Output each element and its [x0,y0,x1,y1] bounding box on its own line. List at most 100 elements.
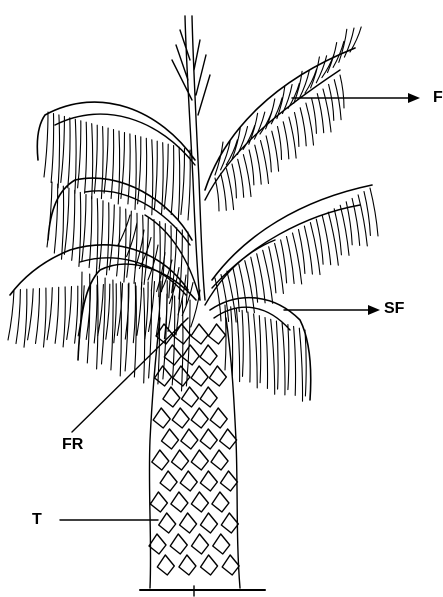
leaflet [124,209,126,282]
leaflet [236,309,239,382]
leaflet [63,287,65,347]
trunk-scale [209,324,226,344]
trunk-scale [182,387,199,407]
leaflet [255,145,261,184]
leaflet [265,318,268,389]
leaflet [334,209,341,255]
leaflet [334,80,341,120]
trunk-scale [191,324,208,344]
trunk-scale [157,555,174,575]
leaflet [120,282,121,376]
leaflet [300,108,306,146]
leaflet [304,226,312,274]
trunk-scale [159,513,176,533]
leaflet [127,223,137,257]
leaflet [8,290,14,340]
trunk-scale [222,555,239,575]
trunk-scale [209,366,226,386]
leaflet [215,178,219,211]
leaflet [144,288,145,383]
leaflet [312,98,317,133]
leaflet [68,118,70,188]
leaflet [137,282,142,335]
trunk-scale [152,450,169,470]
leaflet [168,280,174,331]
leaflet [89,197,92,268]
trunk-scale [200,387,217,407]
leaflet [287,237,295,284]
leaflet [322,216,330,265]
leaflet [152,140,153,215]
leaflet [149,290,152,378]
leaflet [55,287,59,343]
trunk-scale [150,492,167,512]
leaflet [276,321,278,389]
trunk-scale [192,534,209,554]
leaflet [340,205,349,255]
leaflet [104,128,108,193]
trunk-scale [153,408,170,428]
leaflet [58,115,59,188]
leaflet [232,164,236,198]
leaflet [171,146,174,215]
trunk-scale [160,471,177,491]
trunk-scale [170,534,187,554]
spear-frond-label: SF [384,301,404,317]
trunk-scale [191,366,208,386]
leaflet [98,285,104,336]
leaflet [221,275,229,322]
leaflet [178,147,179,220]
leaflet [261,141,269,184]
leaflet [186,232,188,305]
leaflet [85,122,87,193]
leaflet [266,136,271,172]
right-frond-middle [212,185,372,288]
trunk-scale [201,555,218,575]
central-spear [172,16,210,300]
leaflet [288,325,289,390]
leaflet [101,127,103,199]
leaflet [62,186,64,259]
leaflet [94,285,97,343]
leaflet [186,300,190,386]
spear-frond-arrowhead [368,305,380,315]
leaflet [272,131,279,171]
leaflet [239,264,247,312]
leaflet [96,199,98,274]
trunk-scale [179,555,196,575]
right-frond-upper [205,48,355,200]
trunk-scale [210,408,227,428]
leaflet [370,188,378,236]
leaflet [78,121,81,188]
leaflet [249,150,254,185]
leaflet [299,328,302,401]
leaflet [36,289,40,344]
leaflet [92,124,93,199]
leaflet [306,103,314,145]
leaflet [145,282,148,339]
leaflet [254,112,264,139]
leaflet [109,205,114,270]
leaflet [75,119,76,193]
leaflet [144,217,148,284]
frond-leaflets [8,27,378,401]
leaflet [67,287,72,340]
trunk-scale [162,429,179,449]
leaflet [282,323,285,395]
frond-arrowhead [408,93,420,103]
leaflet [154,141,157,209]
leaflet [257,254,265,303]
trunk-scale [149,534,166,554]
leaflet [254,314,258,388]
trunk-scale [172,450,189,470]
leaflet [226,169,233,210]
leaflet [64,188,69,254]
leaflet [78,272,82,357]
trunk-scale [213,534,230,554]
leaflet [24,289,27,347]
leaflet [162,143,164,215]
leaflet [248,312,250,382]
leaflet [188,150,190,220]
leaflet [259,316,260,383]
